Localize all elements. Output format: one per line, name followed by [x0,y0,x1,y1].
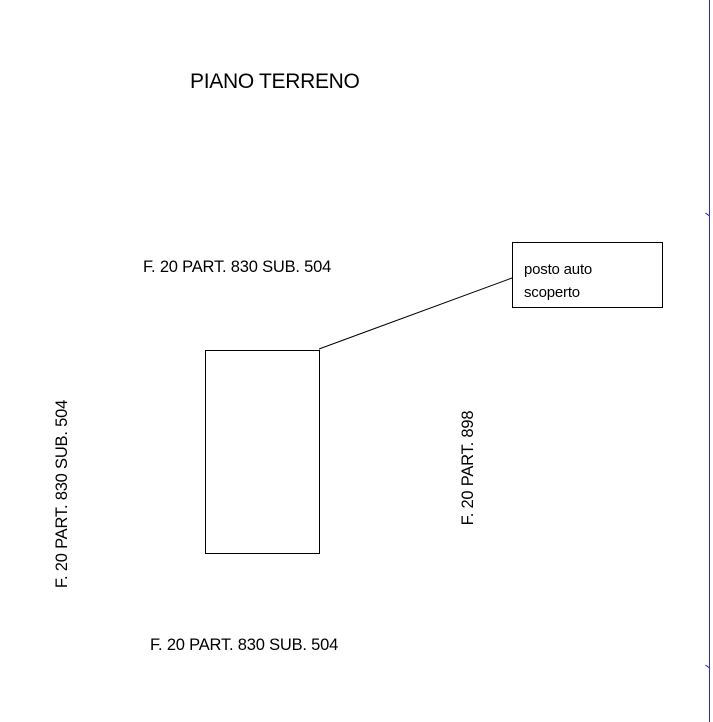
callout-line-2: scoperto [524,284,580,301]
drawing-title: PIANO TERRENO [190,70,360,93]
callout-text: posto auto scoperto [524,258,592,304]
parcel-label-bottom: F. 20 PART. 830 SUB. 504 [150,636,339,654]
leader-line [318,277,513,350]
parcel-label-right: F. 20 PART. 898 [458,410,477,526]
parcel-label-top: F. 20 PART. 830 SUB. 504 [143,258,332,276]
callout-box: posto auto scoperto [512,242,663,308]
callout-line-1: posto auto [524,261,593,278]
frame-border-line [709,0,710,722]
parking-space-rectangle [205,350,320,554]
parcel-label-left: F. 20 PART. 830 SUB. 504 [52,399,71,589]
